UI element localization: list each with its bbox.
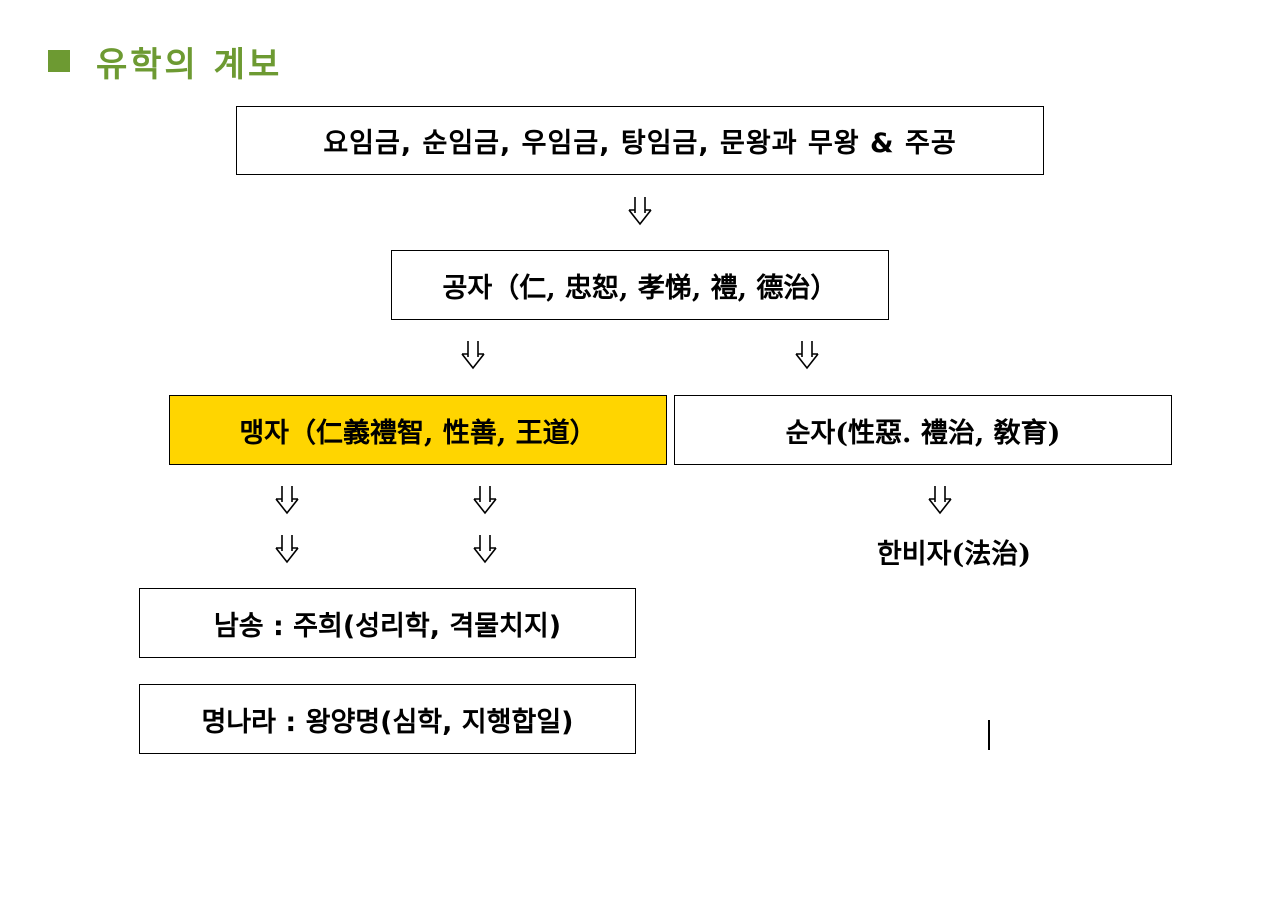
double-down-arrow-icon (626, 196, 654, 226)
node-xunzi: 순자(性惡. 禮治, 敎育) (674, 395, 1172, 465)
node-hanfeizi: 한비자(法治) (804, 528, 1104, 574)
node-confucius-detail: （仁, 忠恕, 孝悌, 禮, 德治） (492, 272, 838, 304)
page-title-text: 유학의 계보 (96, 44, 283, 85)
node-mencius-detail: （仁義禮智, 性善, 王道） (289, 417, 597, 449)
node-hanfeizi-name: 한비자 (876, 538, 952, 570)
node-xunzi-name: 순자 (785, 417, 836, 449)
node-wangyangming-label: 명나라 : 왕양명(심학, 지행합일) (201, 706, 574, 738)
node-hanfeizi-detail: (法治) (951, 538, 1032, 570)
double-down-arrow-icon (926, 485, 954, 515)
page-title: 유학의 계보 (48, 36, 282, 86)
node-mencius: 맹자（仁義禮智, 性善, 王道） (169, 395, 667, 465)
node-zhuxi: 남송 : 주희(성리학, 격물치지) (139, 588, 636, 658)
node-confucius-name: 공자 (442, 272, 493, 304)
node-mencius-name: 맹자 (239, 417, 290, 449)
node-ancestors: 요임금, 순임금, 우임금, 탕임금, 문왕과 무왕 & 주공 (236, 106, 1044, 175)
node-zhuxi-label: 남송 : 주희(성리학, 격물치지) (213, 610, 562, 642)
double-down-arrow-icon (273, 485, 301, 515)
double-down-arrow-icon (459, 340, 487, 370)
double-down-arrow-icon (793, 340, 821, 370)
double-down-arrow-icon (273, 534, 301, 564)
node-confucius: 공자（仁, 忠恕, 孝悌, 禮, 德治） (391, 250, 889, 320)
node-ancestors-label: 요임금, 순임금, 우임금, 탕임금, 문왕과 무왕 & 주공 (323, 128, 957, 159)
double-down-arrow-icon (471, 485, 499, 515)
node-xunzi-detail: (性惡. 禮治, 敎育) (835, 417, 1061, 449)
text-cursor (988, 720, 990, 750)
node-wangyangming: 명나라 : 왕양명(심학, 지행합일) (139, 684, 636, 754)
square-bullet-icon (48, 50, 70, 72)
double-down-arrow-icon (471, 534, 499, 564)
